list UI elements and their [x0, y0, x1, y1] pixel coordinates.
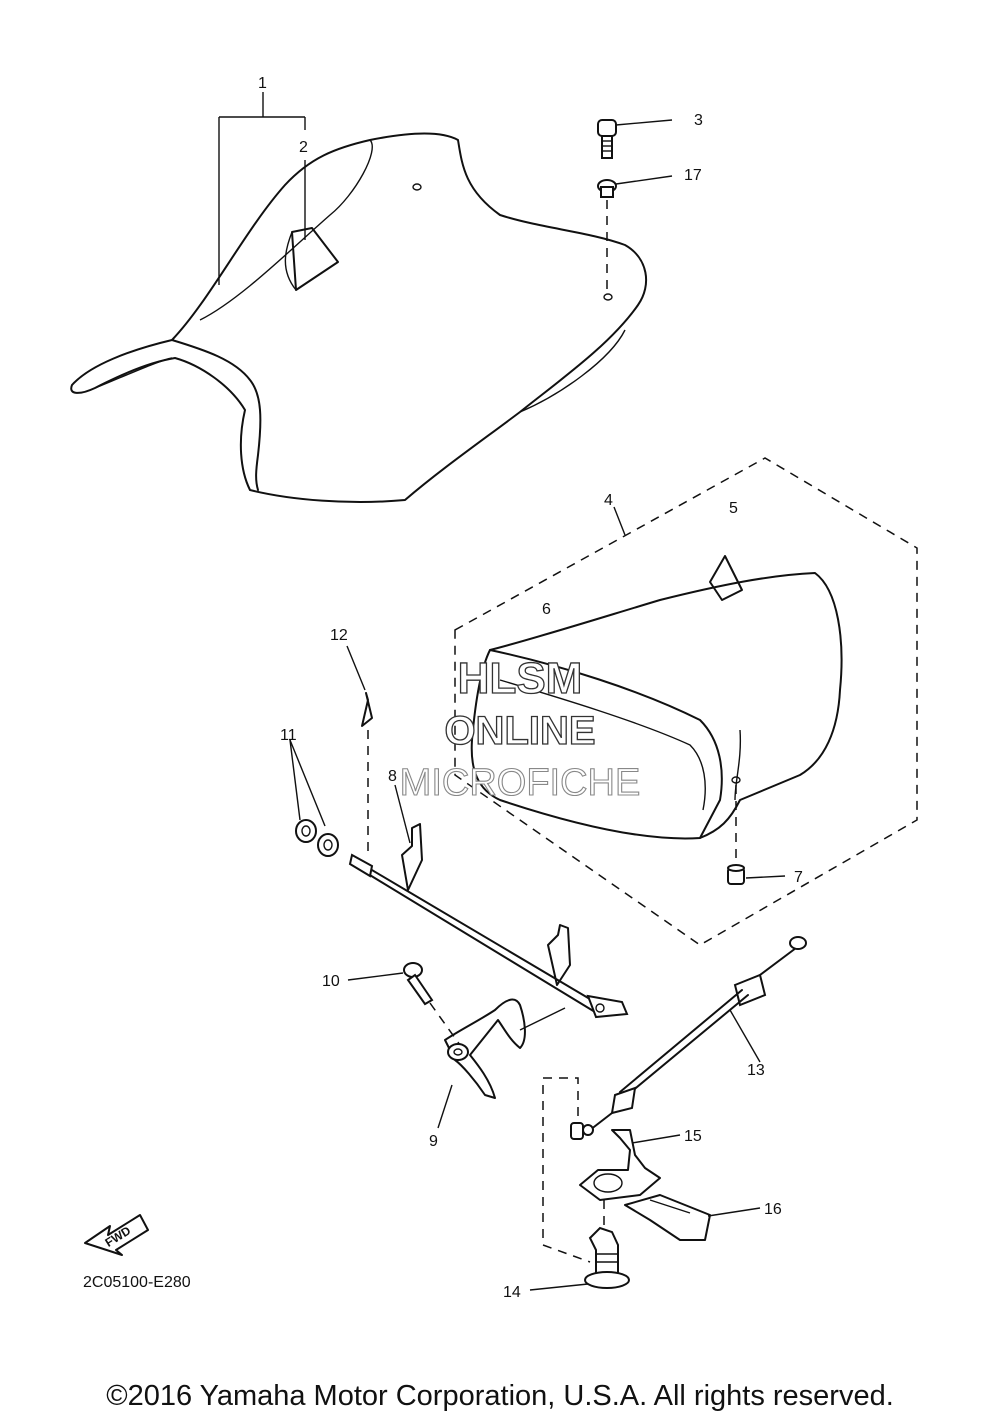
callout-8: 8 — [388, 768, 397, 785]
callout-1: 1 — [258, 75, 267, 92]
cover-16 — [624, 1194, 761, 1241]
callout-13: 13 — [747, 1062, 765, 1079]
callout-17: 17 — [684, 167, 702, 184]
bracket-9 — [437, 998, 566, 1129]
lock-rod-8 — [348, 784, 629, 1019]
watermark-line-2: ONLINE — [444, 709, 595, 753]
grommet-7 — [727, 785, 786, 885]
callout-3: 3 — [694, 112, 703, 129]
callout-12: 12 — [330, 627, 348, 644]
callout-16: 16 — [764, 1201, 782, 1218]
callout-6: 6 — [542, 601, 551, 618]
callout-2: 2 — [299, 139, 308, 156]
callout-7: 7 — [794, 869, 803, 886]
fwd-arrow-icon: FWD — [84, 1214, 149, 1256]
callout-4: 4 — [604, 492, 613, 509]
seat-assembly-boundary — [454, 457, 918, 946]
callout-9: 9 — [429, 1133, 438, 1150]
leader-4 — [613, 506, 626, 536]
bolt-3 — [597, 119, 673, 159]
watermark: HLSM ONLINE MICROFICHE — [399, 653, 641, 804]
pin-12 — [346, 645, 373, 855]
diagram-code: 2C05100-E280 — [83, 1274, 191, 1291]
plate-15 — [579, 1129, 681, 1201]
callout-5: 5 — [729, 500, 738, 517]
bushings-11 — [289, 739, 339, 857]
cable-13 — [582, 936, 807, 1136]
main-seat — [70, 132, 647, 503]
bolt-10 — [347, 962, 461, 1046]
callout-15: 15 — [684, 1128, 702, 1145]
callouts: 1 2 3 17 4 5 6 12 11 8 7 10 13 9 15 16 1… — [258, 75, 803, 1301]
callout-10: 10 — [322, 973, 340, 990]
lock-14 — [529, 1077, 630, 1291]
rear-seat — [470, 555, 843, 840]
callout-11: 11 — [280, 727, 297, 744]
leader-1 — [218, 92, 306, 285]
copyright-notice: ©2016 Yamaha Motor Corporation, U.S.A. A… — [106, 1380, 894, 1412]
watermark-line-3: MICROFICHE — [400, 762, 641, 804]
collar-17 — [597, 175, 673, 295]
watermark-line-1: HLSM — [458, 654, 583, 703]
callout-14: 14 — [503, 1284, 521, 1301]
